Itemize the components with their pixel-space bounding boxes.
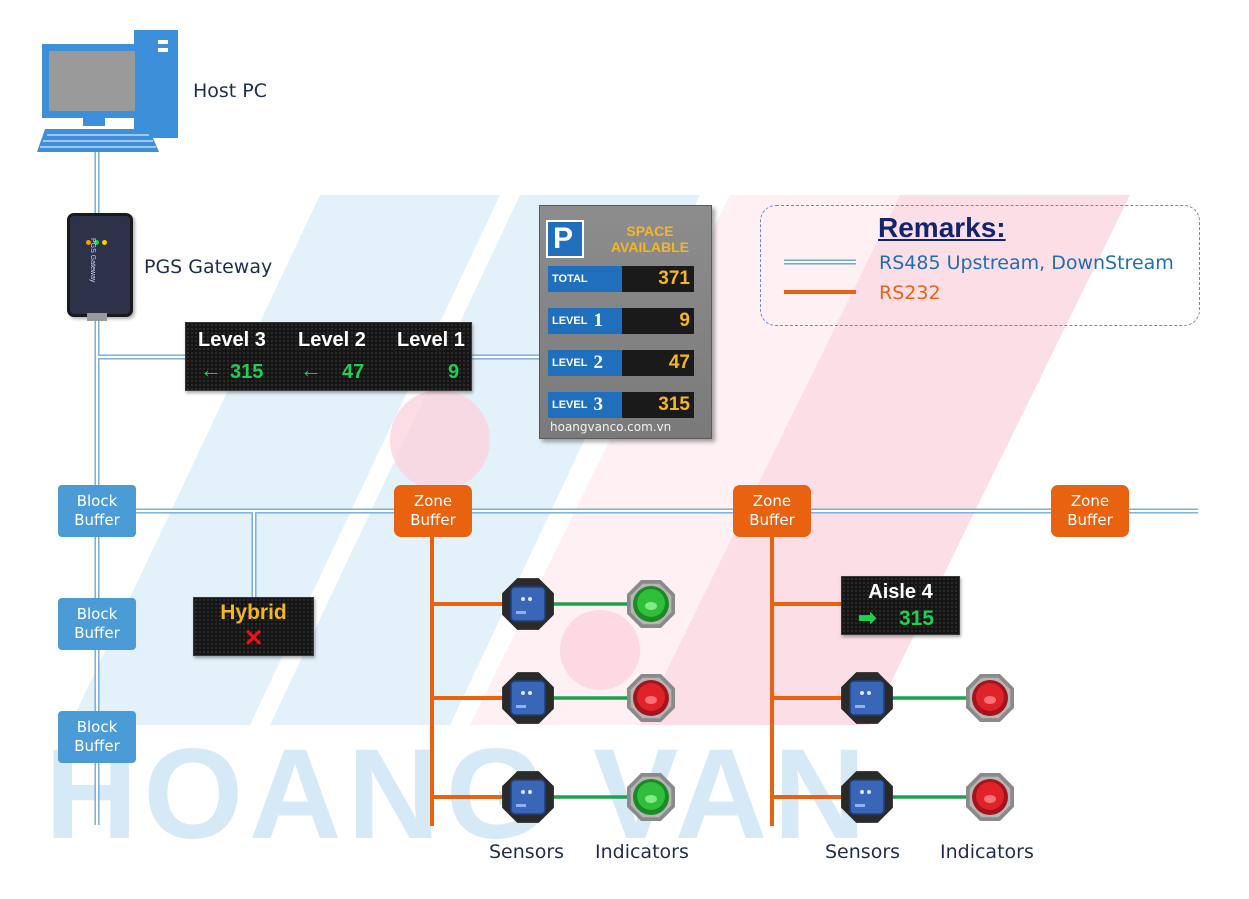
sensors-label: Sensors [825,841,901,863]
level-1-title: Level 1 [397,329,465,351]
left-arrow-icon: ← [200,357,222,382]
remarks-box [760,205,1200,326]
status-led-icon [102,240,107,245]
status-led-icon [94,240,99,245]
board-header-line2: AVAILABLE [610,239,690,255]
aisle-sign: Aisle 4 ➡ 315 [841,576,960,635]
status-led-icon [86,240,91,245]
level-2-value: 47 [342,361,365,383]
indicators-label: Indicators [940,841,1034,863]
rs485-legend-text: RS485 Upstream, DownStream [879,252,1174,274]
close-icon: ✕ [243,625,264,652]
level-2-title: Level 2 [298,329,366,351]
green-indicator-light-icon [627,580,675,628]
sensor-icon [841,771,893,823]
level-1-value: 9 [448,361,460,383]
rs232-legend-text: RS232 [879,282,941,304]
level-3-value: 315 [230,361,264,383]
hybrid-text: Hybrid [220,601,287,624]
host-pc-icon [37,30,178,152]
watermark-text: HOANG VAN [45,723,872,866]
hybrid-sign: Hybrid ✕ [193,597,314,656]
indicators-label: Indicators [595,841,689,863]
level-display-sign: Level 3 ← 315 Level 2 ← 47 Level 1 9 [185,322,472,391]
right-arrow-icon: ➡ [858,605,877,630]
board-website: hoangvanco.com.vn [550,420,672,434]
gateway-label: PGS Gateway [144,256,273,278]
board-header-line1: SPACE [626,223,674,239]
rs232-legend-line [784,290,856,294]
sensor-icon [841,672,893,724]
sensor-icon [502,771,554,823]
remarks-title: Remarks: [878,212,1006,243]
aisle-title: Aisle 4 [868,581,933,603]
sensors-label: Sensors [489,841,565,863]
sensor-icon [502,578,554,630]
parking-icon: P [546,220,584,258]
sensor-icon [502,672,554,724]
red-indicator-light-icon [966,773,1014,821]
gateway-connector [87,313,107,321]
aisle-value: 315 [899,607,935,630]
rs485-legend-line [784,259,856,265]
board-row-total: TOTAL 371 [548,266,694,292]
level-3-title: Level 3 [198,329,266,351]
left-arrow-icon: ← [300,357,322,382]
red-indicator-light-icon [966,674,1014,722]
host-pc-label: Host PC [193,80,268,102]
green-indicator-light-icon [627,773,675,821]
red-indicator-light-icon [627,674,675,722]
